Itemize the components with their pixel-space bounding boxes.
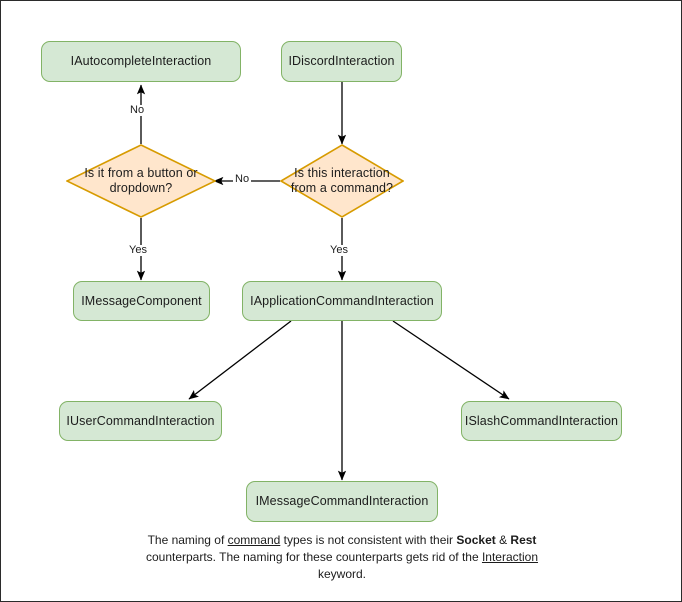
node-slash-command-interaction[interactable]: ISlashCommandInteraction — [461, 401, 622, 441]
node-label: IMessageCommandInteraction — [255, 494, 429, 509]
edge-label-no-to-autocomplete: No — [128, 104, 147, 116]
node-is-from-button-or-dropdown[interactable]: Is it from a button or dropdown? — [66, 144, 216, 218]
node-label: IApplicationCommandInteraction — [250, 293, 434, 308]
caption-line2-part4: counterparts. The naming for these — [145, 550, 333, 565]
node-is-interaction-from-command[interactable]: Is this interaction from a command? — [280, 144, 404, 218]
diagram-caption: The naming of command types is not consi… — [142, 532, 542, 583]
caption-line3-part3: keyword. — [317, 567, 367, 582]
caption-line1-part3: types is not consistent with their — [280, 533, 454, 547]
node-label: IMessageComponent — [81, 293, 202, 308]
node-user-command-interaction[interactable]: IUserCommandInteraction — [59, 401, 222, 441]
diamond-shape — [66, 144, 216, 218]
node-label: IDiscordInteraction — [288, 54, 395, 69]
node-message-component[interactable]: IMessageComponent — [73, 281, 210, 321]
node-application-command-interaction[interactable]: IApplicationCommandInteraction — [242, 281, 442, 321]
caption-line3-part1: counterparts gets rid of the — [335, 550, 482, 565]
edge-app-command-to-user-command — [188, 320, 292, 400]
diamond-shape — [280, 144, 404, 218]
node-label: Is this interaction from a command? — [290, 166, 394, 195]
node-message-command-interaction[interactable]: IMessageCommandInteraction — [246, 481, 438, 522]
edge-label-yes-to-app-command: Yes — [328, 244, 350, 256]
caption-keyword-socket: Socket — [456, 533, 496, 547]
node-label: Is it from a button or dropdown? — [84, 166, 198, 195]
edge-label-no-to-button-dropdown: No — [233, 173, 252, 185]
edge-label-yes-to-message-component: Yes — [127, 244, 149, 256]
edge-app-command-to-slash-command — [392, 320, 510, 400]
caption-keyword-command: command — [227, 533, 281, 547]
node-discord-interaction[interactable]: IDiscordInteraction — [281, 41, 402, 82]
node-label: ISlashCommandInteraction — [464, 413, 619, 428]
node-label: IUserCommandInteraction — [66, 413, 215, 428]
caption-keyword-interaction: Interaction — [481, 550, 539, 565]
node-autocomplete-interaction[interactable]: IAutocompleteInteraction — [41, 41, 241, 82]
node-label: IAutocompleteInteraction — [70, 54, 212, 69]
caption-line2-amp: & — [495, 533, 511, 547]
caption-line1-part1: The naming of — [147, 533, 228, 547]
caption-keyword-rest: Rest — [510, 533, 537, 547]
